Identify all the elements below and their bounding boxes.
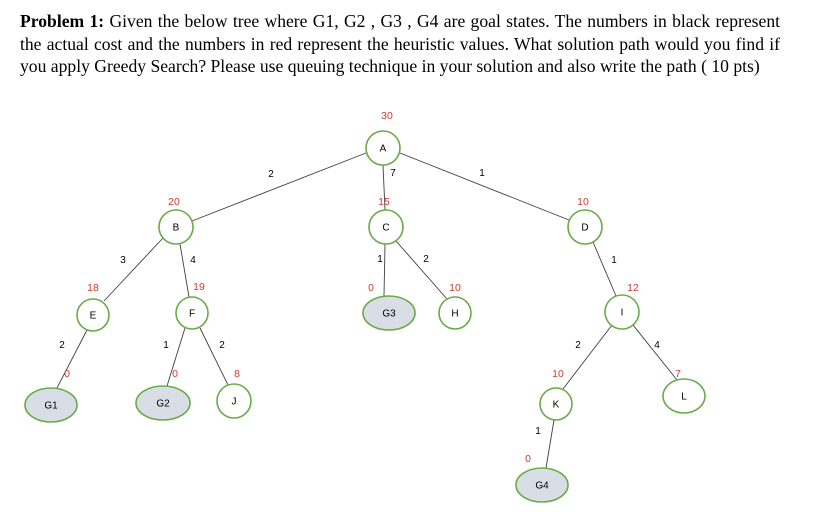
problem-statement: Problem 1: Given the below tree where G1… — [20, 10, 780, 78]
node-label-G4: G4 — [535, 481, 549, 492]
heuristic-J: 8 — [234, 368, 240, 380]
goal-node-G4 — [515, 467, 569, 503]
edge-cost-I-L: 4 — [654, 340, 660, 351]
edge-F-J — [199, 327, 229, 386]
goal-node-G2 — [135, 385, 191, 421]
node-label-L: L — [681, 392, 687, 403]
node-B — [158, 209, 194, 245]
heuristic-H: 10 — [449, 282, 461, 294]
edge-cost-D-I: 1 — [611, 255, 617, 266]
node-C — [368, 209, 404, 245]
node-label-D: D — [581, 223, 588, 234]
edge-B-F — [179, 243, 190, 298]
heuristic-B: 20 — [168, 196, 180, 208]
edge-cost-E-G1: 2 — [59, 340, 65, 351]
node-A — [365, 130, 401, 166]
edge-cost-K-G4: 1 — [535, 426, 541, 437]
edge-I-K — [562, 324, 613, 390]
edge-cost-C-H: 2 — [423, 254, 429, 265]
heuristic-I: 12 — [627, 282, 639, 294]
node-label-B: B — [173, 223, 180, 234]
goal-node-G1 — [24, 387, 78, 423]
edge-K-G4 — [545, 419, 555, 469]
heuristic-G4: 0 — [525, 453, 531, 465]
node-K — [539, 387, 573, 421]
problem-title: Problem 1: — [20, 11, 105, 31]
node-F — [175, 296, 209, 330]
problem-text: Given the below tree where G1, G2 , G3 ,… — [20, 11, 780, 76]
node-J — [216, 383, 252, 419]
node-label-J: J — [232, 397, 237, 408]
edge-A-B — [191, 152, 367, 222]
node-label-G2: G2 — [156, 399, 170, 410]
edge-B-E — [103, 237, 164, 302]
edge-cost-C-G3: 1 — [377, 254, 383, 265]
heuristic-G1: 0 — [64, 368, 70, 380]
edge-E-G1 — [56, 329, 88, 389]
node-label-F: F — [189, 309, 195, 320]
edge-cost-I-K: 2 — [575, 340, 581, 351]
node-label-E: E — [90, 311, 97, 322]
edge-cost-F-J: 2 — [219, 340, 225, 351]
heuristic-G3: 0 — [368, 282, 374, 294]
node-I — [604, 294, 640, 330]
edge-D-I — [592, 241, 617, 297]
heuristic-D: 10 — [577, 196, 589, 208]
node-label-K: K — [553, 400, 560, 411]
node-L — [662, 378, 706, 414]
node-label-C: C — [382, 223, 389, 234]
node-D — [567, 209, 603, 245]
edge-I-L — [632, 324, 678, 381]
node-label-A: A — [380, 144, 387, 155]
node-label-H: H — [451, 309, 458, 320]
heuristic-L: 7 — [675, 368, 681, 380]
edge-A-C — [382, 164, 386, 211]
edge-C-H — [395, 240, 448, 300]
node-E — [76, 298, 110, 332]
node-label-G1: G1 — [44, 401, 58, 412]
edge-cost-B-F: 4 — [190, 255, 196, 266]
edge-cost-A-C: 7 — [390, 168, 396, 179]
heuristic-A: 30 — [381, 110, 393, 122]
edge-cost-A-B: 2 — [268, 169, 274, 180]
node-label-G3: G3 — [382, 309, 396, 320]
heuristic-C: 15 — [378, 196, 390, 208]
edge-C-G3 — [383, 243, 386, 297]
edge-cost-A-D: 1 — [479, 168, 485, 179]
edge-cost-F-G2: 1 — [163, 340, 169, 351]
edge-cost-B-E: 3 — [120, 255, 126, 266]
heuristic-F: 19 — [193, 281, 205, 293]
node-label-I: I — [621, 308, 624, 319]
heuristic-E: 18 — [87, 282, 99, 294]
edge-F-G2 — [166, 327, 186, 387]
heuristic-G2: 0 — [172, 368, 178, 380]
edge-A-D — [399, 152, 570, 221]
heuristic-K: 10 — [552, 368, 564, 380]
node-H — [438, 296, 472, 330]
goal-node-G3 — [362, 295, 416, 331]
